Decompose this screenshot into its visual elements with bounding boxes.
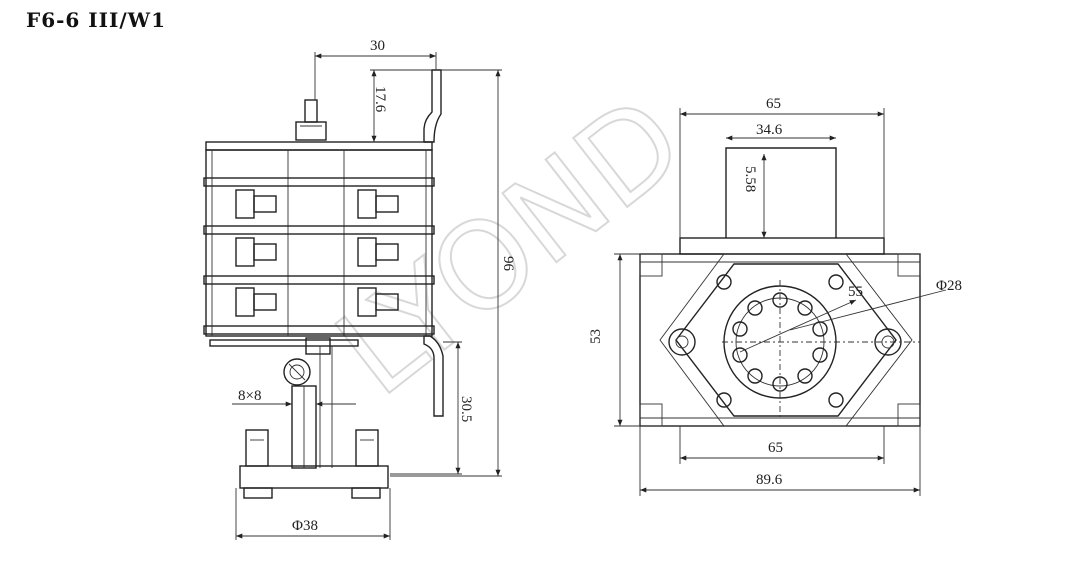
diagram-title: F6-6 III/W1 <box>26 8 167 32</box>
dim-top-inner: 34.6 <box>756 122 783 138</box>
dim-top-width: 30 <box>370 38 385 54</box>
dim-slot: 5.58 <box>742 166 758 192</box>
dim-base: Φ38 <box>292 518 318 534</box>
watermark: LYOND <box>312 71 708 423</box>
side-view: 30 17.6 96 8×8 30.5 Φ38 <box>203 38 516 540</box>
dim-bottom-inner: 65 <box>768 440 783 456</box>
dim-bottom-outer: 89.6 <box>756 472 783 488</box>
dim-hole: Φ28 <box>936 278 962 294</box>
dim-top-height: 17.6 <box>372 86 388 113</box>
front-view: 65 34.6 5.58 55 Φ28 53 65 89.6 <box>588 96 962 496</box>
dim-shaft: 8×8 <box>238 388 261 404</box>
dim-circle: 55 <box>848 284 863 300</box>
dim-lower: 30.5 <box>458 396 474 422</box>
dim-height: 53 <box>588 329 604 344</box>
dim-top-outer: 65 <box>766 96 781 112</box>
dim-total-height: 96 <box>500 256 516 272</box>
